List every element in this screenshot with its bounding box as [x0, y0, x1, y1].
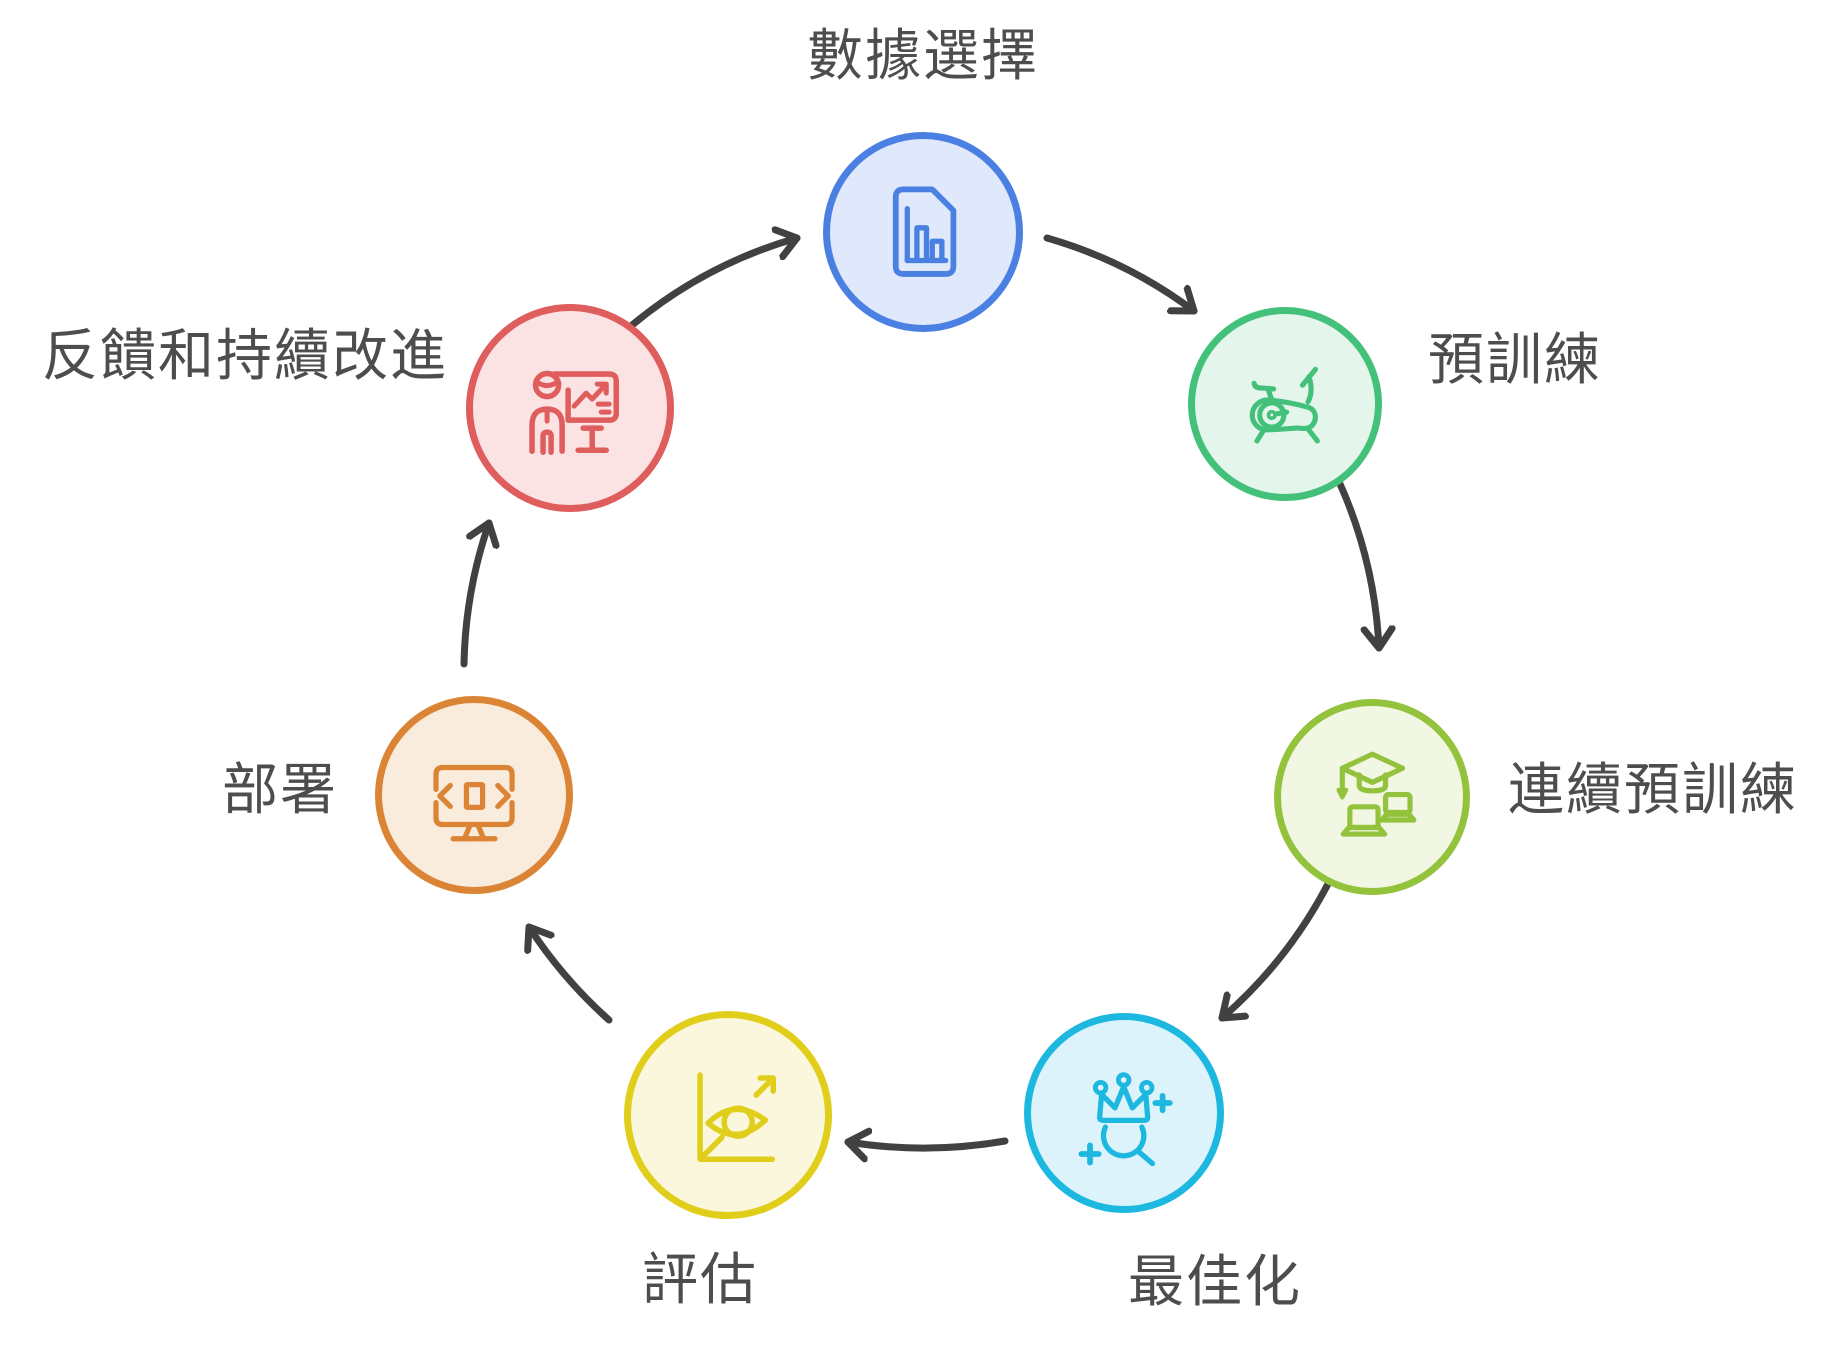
- node-label-continuous-pretraining: 連續預訓練: [1508, 758, 1798, 823]
- node-label-evaluation: 評估: [642, 1248, 758, 1313]
- document-bar-chart-icon: [893, 186, 957, 278]
- arrow-continuous-to-optimization: [1218, 876, 1334, 1022]
- node-label-feedback-improvement: 反饋和持續改進: [42, 324, 448, 389]
- crown-magnifier-icon: [1078, 1072, 1174, 1167]
- arrow-optimization-to-evaluation: [844, 1141, 1009, 1148]
- node-feedback-improvement: [466, 304, 674, 512]
- presenter-board-icon: [529, 370, 619, 455]
- node-optimization: [1024, 1013, 1224, 1213]
- eye-chart-icon: [697, 1072, 776, 1162]
- monitor-code-icon: [433, 764, 515, 842]
- exercise-bike-icon: [1249, 367, 1321, 444]
- arrow-data-to-pretraining: [1043, 234, 1198, 315]
- node-label-optimization: 最佳化: [1128, 1250, 1302, 1315]
- node-label-deployment: 部署: [222, 758, 338, 823]
- node-label-data-selection: 數據選擇: [807, 24, 1039, 89]
- arrow-evaluation-to-deployment: [529, 923, 613, 1024]
- graduation-laptops-icon: [1336, 751, 1416, 837]
- node-pretraining: [1188, 307, 1382, 501]
- node-deployment: [375, 696, 573, 894]
- node-continuous-pretraining: [1274, 699, 1470, 895]
- arrow-feedback-to-data: [627, 238, 801, 330]
- node-evaluation: [624, 1011, 832, 1219]
- arrow-pretraining-to-continuous: [1330, 467, 1379, 652]
- node-label-pretraining: 預訓練: [1428, 328, 1602, 393]
- node-data-selection: [823, 132, 1023, 332]
- arrow-deployment-to-feedback: [460, 519, 489, 668]
